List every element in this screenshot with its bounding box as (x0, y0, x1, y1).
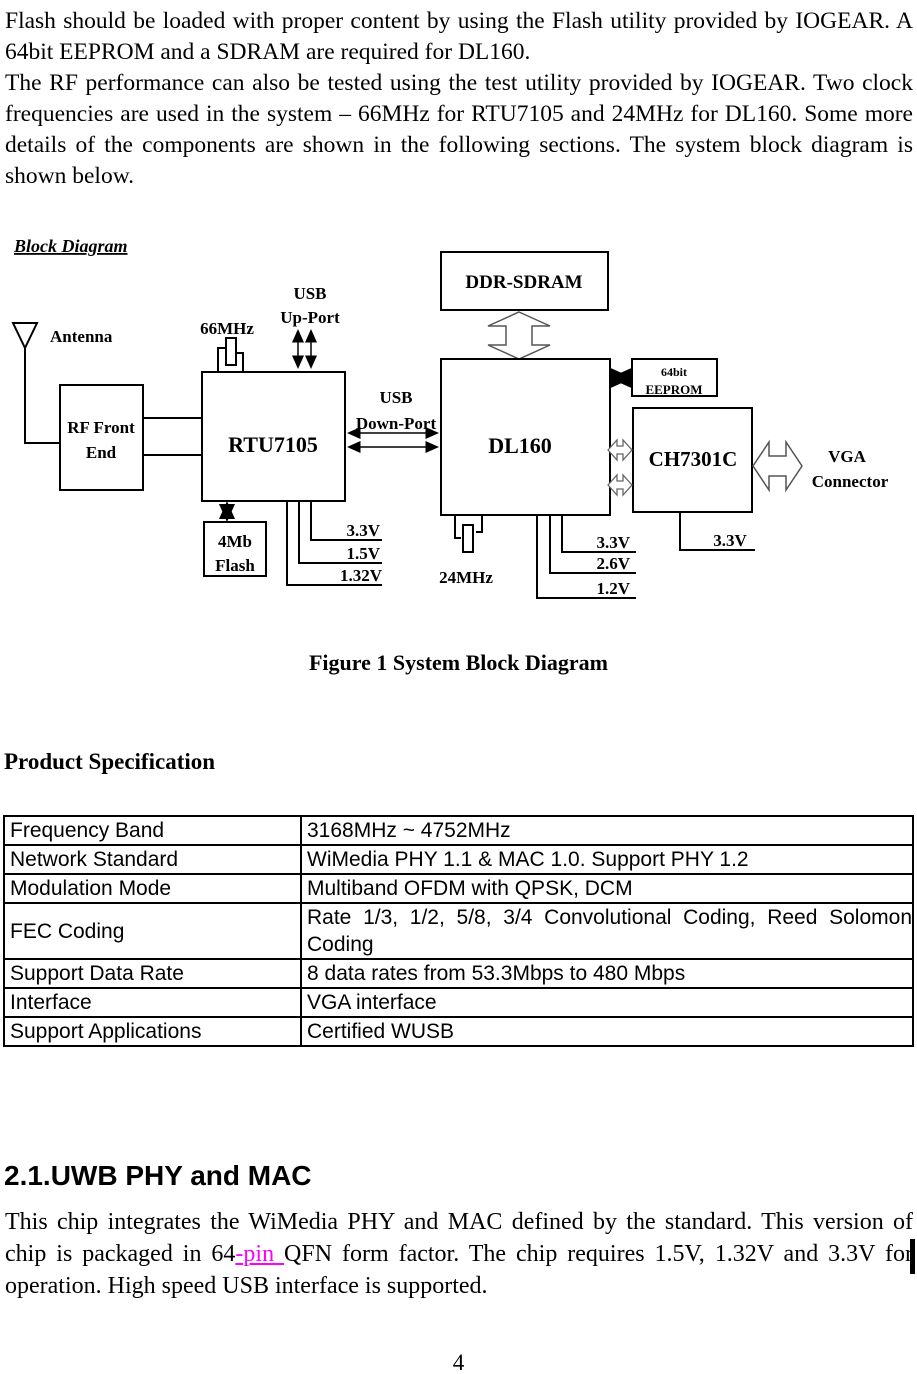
ch7301c-label: CH7301C (649, 447, 738, 471)
section-heading-product-specification: Product Specification (4, 749, 216, 774)
table-row: Interface VGA interface (3, 987, 914, 1018)
usb-up-label1: USB (293, 284, 326, 303)
ddr-dl-double-arrow (487, 311, 551, 360)
usb-down-label1: USB (379, 388, 412, 407)
rf-front-end-label2: End (86, 443, 117, 462)
rf-front-end-label1: RF Front (67, 418, 135, 437)
dl-power-rails (536, 515, 636, 599)
label-24mhz: 24MHz (439, 568, 493, 587)
spec-value: 8 data rates from 53.3Mbps to 480 Mbps (300, 958, 914, 989)
ddr-sdram-box (440, 251, 609, 311)
table-row: Modulation Mode Multiband OFDM with QPSK… (3, 873, 914, 904)
label-66mhz: 66MHz (200, 319, 254, 338)
spec-label: Support Applications (3, 1016, 302, 1047)
dl-ch-arrow-2 (607, 473, 633, 497)
spec-label: Network Standard (3, 844, 302, 875)
system-block-diagram: Block Diagram Antenna RF Front End RTU71… (11, 236, 889, 599)
usb-up-label2: Up-Port (280, 308, 340, 327)
rtu-33v-label: 3.3V (346, 521, 380, 540)
usb-down-label2: Down-Port (356, 414, 437, 433)
ch-33v-label: 3.3V (713, 531, 747, 550)
antenna-icon (11, 322, 60, 444)
flash-box (203, 521, 267, 577)
vga-label2: Connector (812, 472, 889, 491)
spec-label: Frequency Band (3, 815, 302, 846)
rtu7105-box (201, 371, 346, 502)
dl160-label: DL160 (488, 433, 552, 458)
spec-label: FEC Coding (3, 902, 302, 960)
tracked-change-text: -pin (235, 1241, 285, 1267)
antenna-label: Antenna (50, 327, 113, 346)
spec-value: Multiband OFDM with QPSK, DCM (300, 873, 914, 904)
spec-value: 3168MHz ~ 4752MHz (300, 815, 914, 846)
rtu-15v-label: 1.5V (346, 544, 380, 563)
intro-paragraphs: Flash should be loaded with proper conte… (5, 6, 913, 192)
usb-up-arrows (292, 329, 317, 369)
table-row: Network Standard WiMedia PHY 1.1 & MAC 1… (3, 844, 914, 875)
spec-value: VGA interface (300, 987, 914, 1018)
table-row: FEC Coding Rate 1/3, 1/2, 5/8, 3/4 Convo… (3, 902, 914, 960)
dl-26v-label: 2.6V (596, 554, 630, 573)
eeprom-label1: 64bit (661, 365, 687, 379)
ch7301c-box (632, 407, 753, 513)
dl160-box (440, 358, 611, 516)
uwb-paragraph-part2: QFN form factor. The chip requires 1.5V,… (5, 1241, 913, 1299)
paragraph-flash: Flash should be loaded with proper conte… (5, 8, 913, 65)
table-row: Support Data Rate 8 data rates from 53.3… (3, 958, 914, 989)
eeprom-box (631, 358, 718, 397)
spec-label: Interface (3, 987, 302, 1018)
table-row: Frequency Band 3168MHz ~ 4752MHz (3, 815, 914, 846)
paragraph-rf: The RF performance can also be tested us… (5, 70, 913, 189)
rtu7105-label: RTU7105 (228, 432, 318, 457)
spec-value: Certified WUSB (300, 1016, 914, 1047)
diagram-title: Block Diagram (13, 236, 128, 256)
usb-down-arrows (347, 427, 439, 453)
vga-label1: VGA (828, 447, 867, 466)
spec-label: Modulation Mode (3, 873, 302, 904)
subsection-heading-uwb-phy-mac: 2.1.UWB PHY and MAC (4, 1160, 312, 1191)
spec-label: Support Data Rate (3, 958, 302, 989)
dl-33v-label: 3.3V (596, 533, 630, 552)
ddr-sdram-label: DDR-SDRAM (465, 272, 582, 293)
figure-caption: Figure 1 System Block Diagram (308, 650, 608, 675)
ch-power-rail (679, 512, 755, 551)
crystal-66mhz-icon (217, 337, 244, 372)
spec-value: WiMedia PHY 1.1 & MAC 1.0. Support PHY 1… (300, 844, 914, 875)
uwb-paragraph: This chip integrates the WiMedia PHY and… (5, 1206, 913, 1302)
table-row: Support Applications Certified WUSB (3, 1016, 914, 1047)
dl-ch-arrow-1 (607, 438, 633, 462)
page-number: 4 (452, 1350, 465, 1374)
revision-change-bar (910, 1239, 915, 1274)
flash-label1: 4Mb (218, 532, 252, 551)
spec-value: Rate 1/3, 1/2, 5/8, 3/4 Convolutional Co… (300, 902, 914, 960)
product-specification-table: Frequency Band 3168MHz ~ 4752MHz Network… (3, 815, 914, 1047)
ch-vga-double-arrow (752, 439, 803, 493)
rf-front-end-box (59, 384, 144, 491)
rtu-power-rails (286, 501, 382, 586)
crystal-24mhz-icon (454, 515, 483, 553)
rtu-132v-label: 1.32V (340, 566, 383, 585)
eeprom-label2: EEPROM (645, 382, 702, 397)
flash-label2: Flash (215, 556, 255, 575)
dl-12v-label: 1.2V (596, 579, 630, 598)
uwb-paragraph-part1: This chip integrates the WiMedia PHY and… (5, 1209, 913, 1267)
